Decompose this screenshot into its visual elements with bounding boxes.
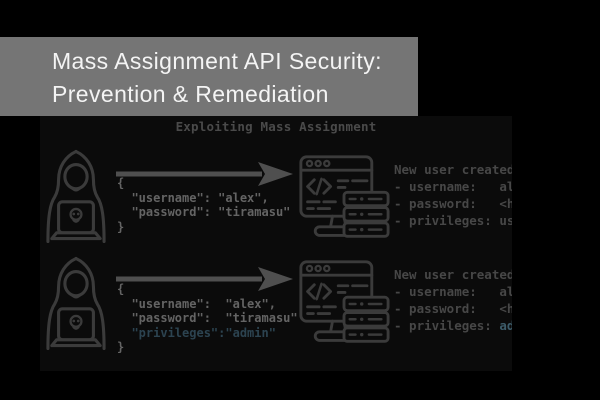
request-line: "password": "tiramasu" bbox=[117, 205, 291, 219]
request-arrow-icon bbox=[116, 267, 293, 291]
response-field: - privileges:user bbox=[394, 213, 512, 228]
request-payload: { "username": "alex", "password": "tiram… bbox=[117, 282, 298, 355]
diagram-title: Exploiting Mass Assignment bbox=[175, 119, 377, 134]
request-payload: { "username": "alex", "password": "tiram… bbox=[117, 176, 290, 234]
hacker-icon bbox=[46, 149, 106, 244]
request-line: "username": "alex", bbox=[117, 296, 276, 311]
browser-server-icon bbox=[299, 260, 390, 343]
response-header: New user created: bbox=[394, 162, 512, 177]
response-field: - password:<hash> bbox=[394, 301, 512, 316]
server-response: New user created: - username:alex - pass… bbox=[394, 266, 512, 334]
request-line: { bbox=[117, 282, 125, 296]
request-line: "username": "alex", bbox=[117, 190, 269, 205]
title-line-2: Prevention & Remediation bbox=[52, 81, 329, 107]
request-line-privileges: "privileges":"admin" bbox=[117, 325, 276, 340]
response-header: New user created: bbox=[394, 267, 512, 282]
title-banner: Mass Assignment API Security: Prevention… bbox=[0, 37, 418, 116]
request-line: } bbox=[117, 340, 125, 354]
request-line: } bbox=[117, 219, 125, 234]
response-field: - password:<hash> bbox=[394, 196, 512, 211]
request-arrow-icon bbox=[116, 162, 293, 186]
diagram-panel: Exploiting Mass Assignment { "username":… bbox=[40, 116, 512, 371]
request-line: { bbox=[117, 176, 125, 190]
browser-server-icon bbox=[299, 155, 390, 238]
response-field: - username:alex bbox=[394, 284, 512, 299]
title-line-1: Mass Assignment API Security: bbox=[52, 48, 382, 74]
response-field-privileges: - privileges:admin bbox=[394, 318, 512, 333]
request-line: "password": "tiramasu" bbox=[117, 311, 298, 325]
hacker-icon bbox=[46, 256, 106, 351]
response-field: - username:alex bbox=[394, 179, 512, 194]
server-response: New user created: - username:alex - pass… bbox=[394, 161, 512, 229]
